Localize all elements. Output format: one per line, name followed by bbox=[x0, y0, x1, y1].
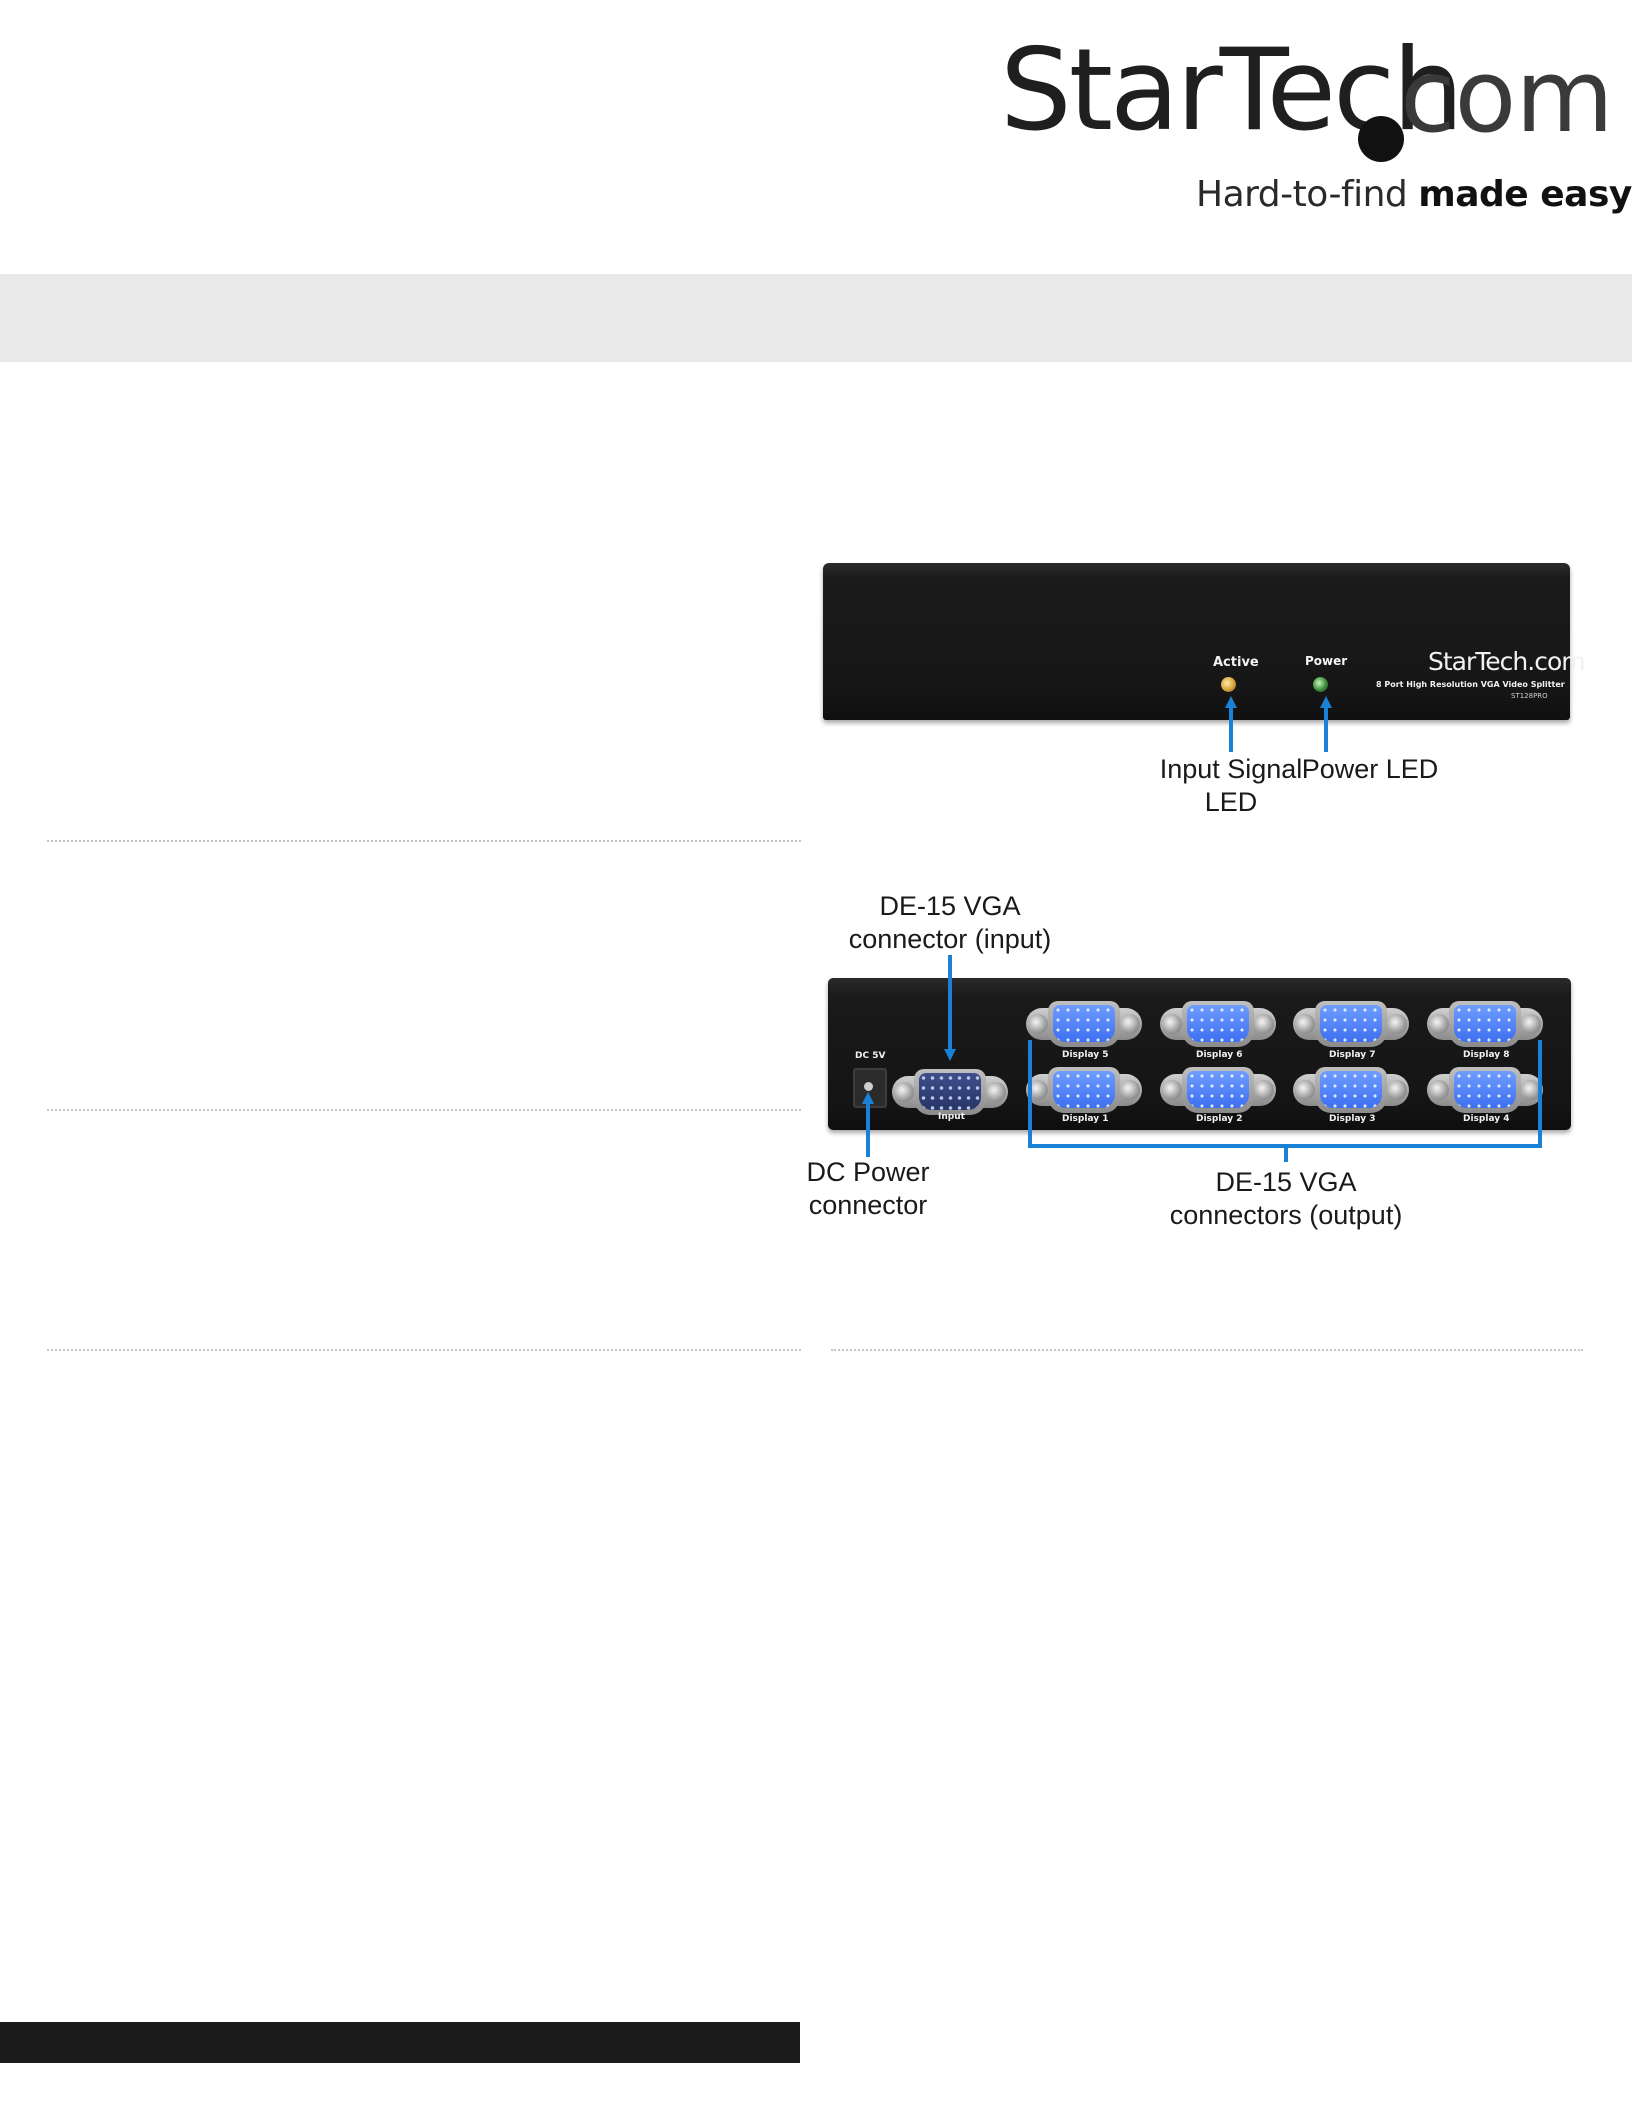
output-bracket bbox=[1028, 1040, 1542, 1148]
device-model-number: ST128PRO bbox=[1511, 692, 1548, 700]
active-led-icon bbox=[1221, 677, 1236, 692]
front-panel-photo: Active Power StarTech.com 8 Port High Re… bbox=[823, 563, 1586, 720]
callout-input-signal-led: Input Signal LED bbox=[1159, 754, 1303, 817]
device-model-desc: 8 Port High Resolution VGA Video Splitte… bbox=[1376, 680, 1565, 689]
led-power-label: Power bbox=[1305, 654, 1348, 668]
vga-output-port bbox=[1427, 1066, 1543, 1114]
vga-output-port bbox=[1160, 1000, 1276, 1048]
left-divider-2 bbox=[47, 1109, 801, 1111]
left-divider-1 bbox=[47, 840, 801, 842]
logo-suffix: com bbox=[1400, 37, 1614, 155]
vga-output-port bbox=[1293, 1000, 1409, 1048]
display-4-label: Display 4 bbox=[1463, 1114, 1510, 1124]
vga-output-port bbox=[1026, 1066, 1142, 1114]
header-band bbox=[0, 274, 1632, 362]
logo-dot-icon bbox=[1358, 116, 1404, 162]
vga-output-port bbox=[1427, 1000, 1543, 1048]
callout-vga-input: DE-15 VGA connector (input) bbox=[848, 891, 1052, 954]
display-6-label: Display 6 bbox=[1196, 1050, 1243, 1060]
callout-vga-outputs: DE-15 VGA connectors (output) bbox=[1169, 1167, 1403, 1230]
rear-panel-photo: DC 5V Input Display 5 Display 6 Display … bbox=[828, 978, 1571, 1130]
callout-power-led: Power LED bbox=[1301, 754, 1439, 784]
left-divider-3 bbox=[47, 1349, 801, 1351]
logo-tagline: Hard-to-find made easy® bbox=[1196, 173, 1632, 213]
vga-output-port bbox=[1160, 1066, 1276, 1114]
tagline-bold: made easy bbox=[1418, 174, 1632, 215]
tagline-regular: Hard-to-find bbox=[1196, 174, 1419, 215]
vga-output-port bbox=[1026, 1000, 1142, 1048]
display-8-label: Display 8 bbox=[1463, 1050, 1510, 1060]
footer-bar bbox=[0, 2022, 800, 2063]
display-5-label: Display 5 bbox=[1062, 1050, 1109, 1060]
display-2-label: Display 2 bbox=[1196, 1114, 1243, 1124]
vga-input-port bbox=[892, 1068, 1008, 1116]
input-port-label: Input bbox=[938, 1112, 965, 1122]
display-3-label: Display 3 bbox=[1329, 1114, 1376, 1124]
right-divider-1 bbox=[831, 1349, 1583, 1351]
display-1-label: Display 1 bbox=[1062, 1114, 1109, 1124]
dc-input-label: DC 5V bbox=[855, 1051, 886, 1061]
led-active-label: Active bbox=[1213, 655, 1259, 670]
device-logo: StarTech.com bbox=[1428, 647, 1586, 676]
callout-dc-power: DC Power connector bbox=[806, 1157, 930, 1220]
vga-output-port bbox=[1293, 1066, 1409, 1114]
display-7-label: Display 7 bbox=[1329, 1050, 1376, 1060]
power-led-icon bbox=[1313, 677, 1328, 692]
